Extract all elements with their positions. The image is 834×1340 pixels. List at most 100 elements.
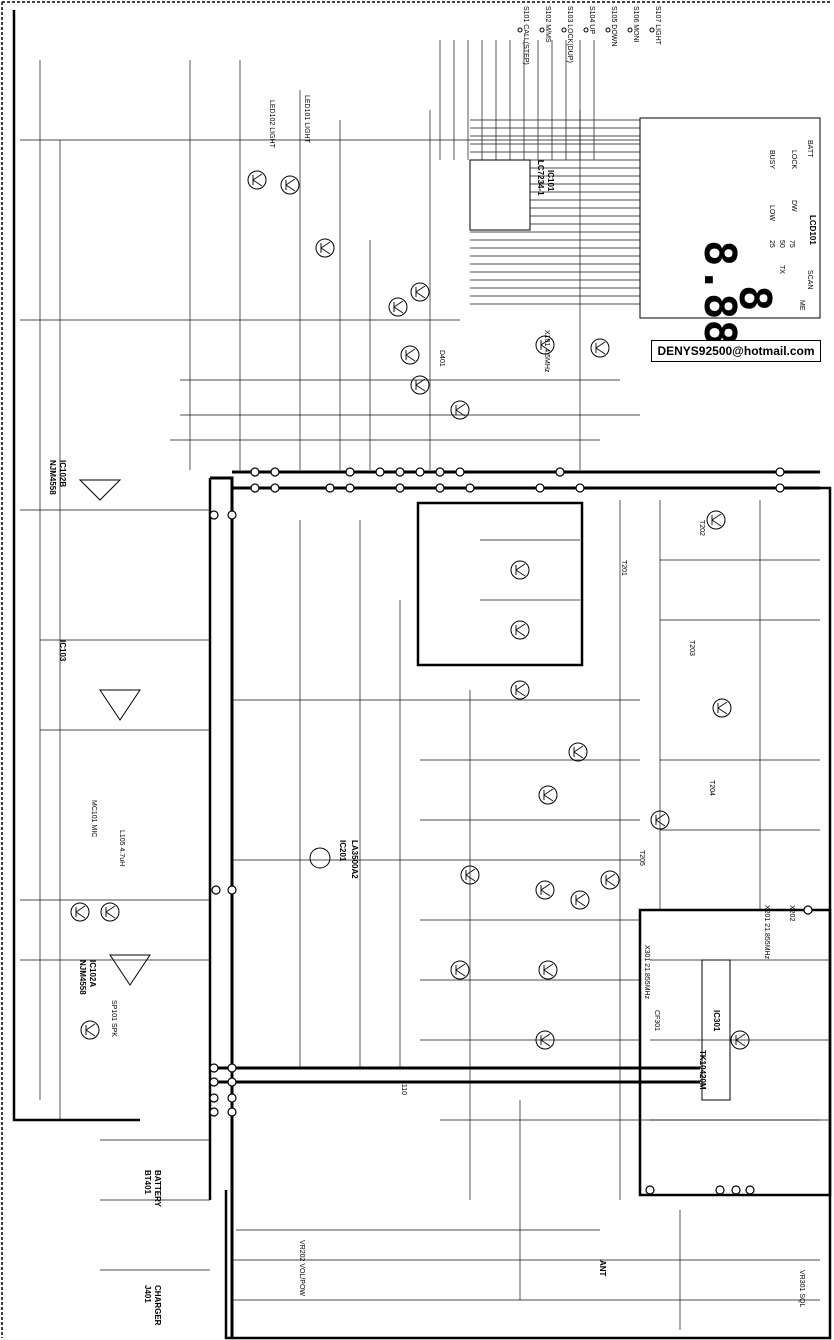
transistor-q102 <box>388 297 408 317</box>
bus-node <box>465 483 475 493</box>
bus-node <box>375 467 385 477</box>
bus-node <box>227 510 237 520</box>
switch-contact <box>627 27 633 33</box>
misc-label: T204 <box>708 780 715 796</box>
misc-label: T203 <box>688 640 695 656</box>
switch-contact <box>649 27 655 33</box>
ic201-part: LA3500A2 <box>350 840 359 879</box>
transistor-q114 <box>706 510 726 530</box>
transistor-symbol <box>455 963 466 977</box>
ic201-ref: IC201 <box>338 840 347 862</box>
transistor-q110 <box>410 375 430 395</box>
misc-label: X202 <box>788 905 795 921</box>
ic301-body <box>701 959 731 1101</box>
misc-label: T205 <box>638 850 645 866</box>
bus-node <box>415 467 425 477</box>
ic103-symbol <box>109 954 151 986</box>
transistor-symbol <box>393 300 404 314</box>
ic101-ref: IC101 <box>546 170 555 192</box>
bus-node <box>745 1185 755 1195</box>
transistor-q209 <box>450 960 470 980</box>
transistor-symbol <box>717 701 728 715</box>
ic102b-symbol <box>99 689 141 721</box>
ant-label: ANT <box>598 1260 607 1277</box>
bus-node <box>435 467 445 477</box>
switch-contact <box>583 27 589 33</box>
transistor-q115 <box>712 698 732 718</box>
misc-label: LED101 LIGHT <box>303 95 310 144</box>
lcd-ref-label: LCD101 <box>808 215 817 245</box>
bus-node <box>250 467 260 477</box>
switch-label: S102 M/MS <box>544 6 551 43</box>
bus-node <box>227 1093 237 1103</box>
transistor-q116 <box>538 785 558 805</box>
lcd-indicator-me: ME <box>798 300 805 311</box>
misc-label: X301 21.855MHz <box>643 945 650 1000</box>
switch-contact <box>605 27 611 33</box>
misc-label: D401 <box>438 350 445 367</box>
bus-node <box>227 1063 237 1073</box>
bus-node <box>209 510 219 520</box>
ic102a-ref: IC102B <box>58 460 67 487</box>
transistor-q201 <box>568 742 588 762</box>
transistor-symbol <box>285 178 296 192</box>
bus-node <box>775 467 785 477</box>
ic201-body <box>309 847 331 869</box>
lcd-indicator-low: LOW <box>768 205 775 221</box>
misc-label: CF301 <box>653 1010 660 1031</box>
transistor-q111 <box>80 1020 100 1040</box>
lcd-indicator-25: 25 <box>768 240 775 248</box>
charger-ref: J401 <box>143 1285 152 1303</box>
misc-label: X201 21.855MHz <box>763 905 770 960</box>
lcd-indicator-batt: BATT <box>806 140 813 158</box>
watermark-email: DENYS92500@hotmail.com <box>651 340 821 362</box>
transistor-symbol <box>575 893 586 907</box>
switch-label: S105 DOWN <box>610 6 617 46</box>
ic102a-part: NJM4558 <box>48 460 57 495</box>
if-box <box>638 908 832 1197</box>
transistor-q211 <box>100 902 120 922</box>
bus-node <box>455 467 465 477</box>
transistor-q105 <box>590 338 610 358</box>
lcd-panel <box>639 117 821 319</box>
bus-node <box>535 483 545 493</box>
misc-label: T201 <box>620 560 627 576</box>
ic103-part: NJM4558 <box>78 960 87 995</box>
misc-label: L105 4.7uH <box>118 830 125 866</box>
switch-label: S107 LIGHT <box>654 6 661 46</box>
misc-label: T202 <box>698 520 705 536</box>
transistor-symbol <box>595 341 606 355</box>
misc-label: X101 4.5MHz <box>543 330 550 373</box>
lcd-main-digits: 8.88 <box>694 240 745 346</box>
battery-label: BATTERY <box>153 1170 162 1208</box>
switch-label: S104 UP <box>588 6 595 34</box>
transistor-q210 <box>70 902 90 922</box>
transistor-symbol <box>105 905 116 919</box>
bus-node <box>209 1063 219 1073</box>
transistor-q112 <box>510 560 530 580</box>
transistor-symbol <box>605 873 616 887</box>
bus-node <box>345 467 355 477</box>
transistor-symbol <box>320 241 331 255</box>
bus-node <box>227 1107 237 1117</box>
lcd-small-digit: 8 <box>729 285 780 312</box>
bus-node <box>325 483 335 493</box>
ic102b-ref: IC103 <box>58 640 67 662</box>
lcd-indicator-tx: TX <box>778 265 785 274</box>
switch-contact <box>539 27 545 33</box>
transistor-q104 <box>450 400 470 420</box>
transistor-q207 <box>538 960 558 980</box>
lcd-indicator-dw: DW <box>790 200 797 212</box>
transistor-q108 <box>400 345 420 365</box>
transistor-symbol <box>543 963 554 977</box>
transistor-symbol <box>515 623 526 637</box>
lcd-indicator-75: 75 <box>788 240 795 248</box>
misc-label: SP101 SPK <box>110 1000 117 1037</box>
switch-label: S101 CALL(STEP) <box>522 6 529 65</box>
transistor-symbol <box>405 348 416 362</box>
misc-label: VR202 VOL/POW <box>298 1240 305 1296</box>
bus-node <box>227 885 237 895</box>
transistor-q101 <box>315 238 335 258</box>
transistor-q212 <box>570 890 590 910</box>
